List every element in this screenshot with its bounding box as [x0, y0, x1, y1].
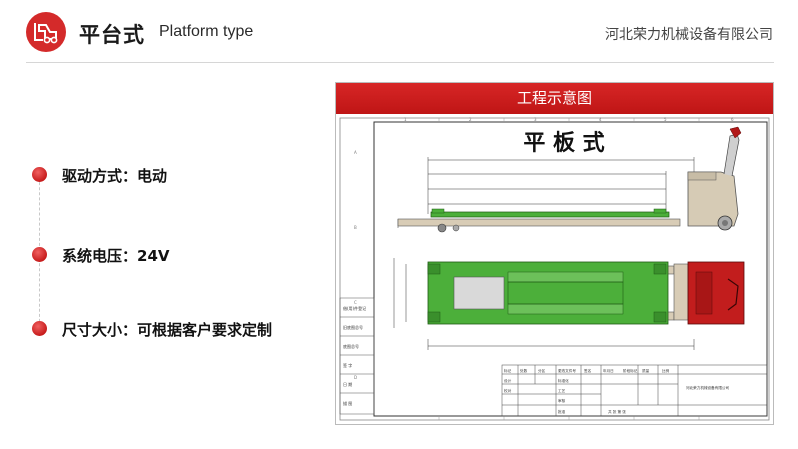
engineering-drawing: 1 2 3 4 5 6 A B C D 平 板 式 [339, 117, 770, 421]
drawing-title: 平 板 式 [523, 131, 604, 156]
spec-label: 系统电压：24V [62, 247, 170, 265]
tb-cell: 工艺 [558, 388, 566, 393]
forklift-icon [26, 12, 66, 52]
page-header: 平台式 Platform type 河北荣力机械设备有限公司 [0, 0, 798, 63]
border-num: 6 [731, 117, 734, 122]
panel-title: 工程示意图 [336, 83, 773, 114]
tb-cell: 质量 [642, 368, 650, 373]
side-label: 描 图 [343, 400, 352, 406]
border-num: 2 [469, 117, 472, 122]
border-letter: C [354, 300, 357, 305]
tb-cell: 分区 [538, 368, 546, 373]
spec-label: 尺寸大小：可根据客户要求定制 [62, 321, 273, 339]
tb-cell: 签名 [584, 368, 592, 373]
border-num: 5 [664, 117, 667, 122]
border-letter: A [354, 150, 357, 155]
page-title: 平台式 [79, 23, 145, 47]
tb-cell: 年月日 [603, 368, 614, 373]
drawing-panel: 工程示意图 1 2 3 4 5 6 A B C D 平 板 式 [335, 82, 774, 425]
side-label: 日 期 [343, 381, 352, 387]
border-num: 3 [534, 117, 537, 122]
company-name: 河北荣力机械设备有限公司 [605, 27, 773, 43]
tb-cell: 更改文件号 [558, 368, 576, 373]
tb-cell: 校对 [504, 388, 512, 393]
bullet-dot [32, 321, 47, 336]
page-subtitle: Platform type [159, 23, 254, 40]
tb-cell: 比例 [662, 368, 670, 373]
bullet-dot [32, 167, 47, 182]
tb-sheet: 共 张 第 张 [608, 409, 626, 414]
border-letter: D [354, 375, 357, 380]
border-letter: B [354, 225, 357, 230]
border-num: 4 [599, 117, 602, 122]
side-label: 旧底图总号 [343, 324, 363, 330]
tb-cell: 处数 [520, 368, 528, 373]
tb-cell: 审核 [558, 398, 566, 403]
side-label: 借(用)件登记 [343, 305, 366, 311]
tb-company: 河北荣力机械设备有限公司 [686, 385, 730, 390]
side-label: 签 字 [343, 362, 352, 368]
bullet-dot [32, 247, 47, 262]
tb-cell: 标准化 [558, 378, 569, 383]
border-num: 1 [404, 117, 407, 122]
tb-cell: 设计 [504, 378, 512, 383]
tb-cell: 阶段标记 [623, 368, 638, 373]
tb-cell: 标记 [504, 368, 512, 373]
side-label: 底图总号 [343, 343, 359, 349]
tb-cell: 批准 [558, 409, 566, 414]
spec-list: 驱动方式：电动 系统电压：24V 尺寸大小：可根据客户要求定制 [30, 160, 320, 340]
spec-label: 驱动方式：电动 [62, 167, 168, 185]
header-divider [26, 62, 774, 63]
